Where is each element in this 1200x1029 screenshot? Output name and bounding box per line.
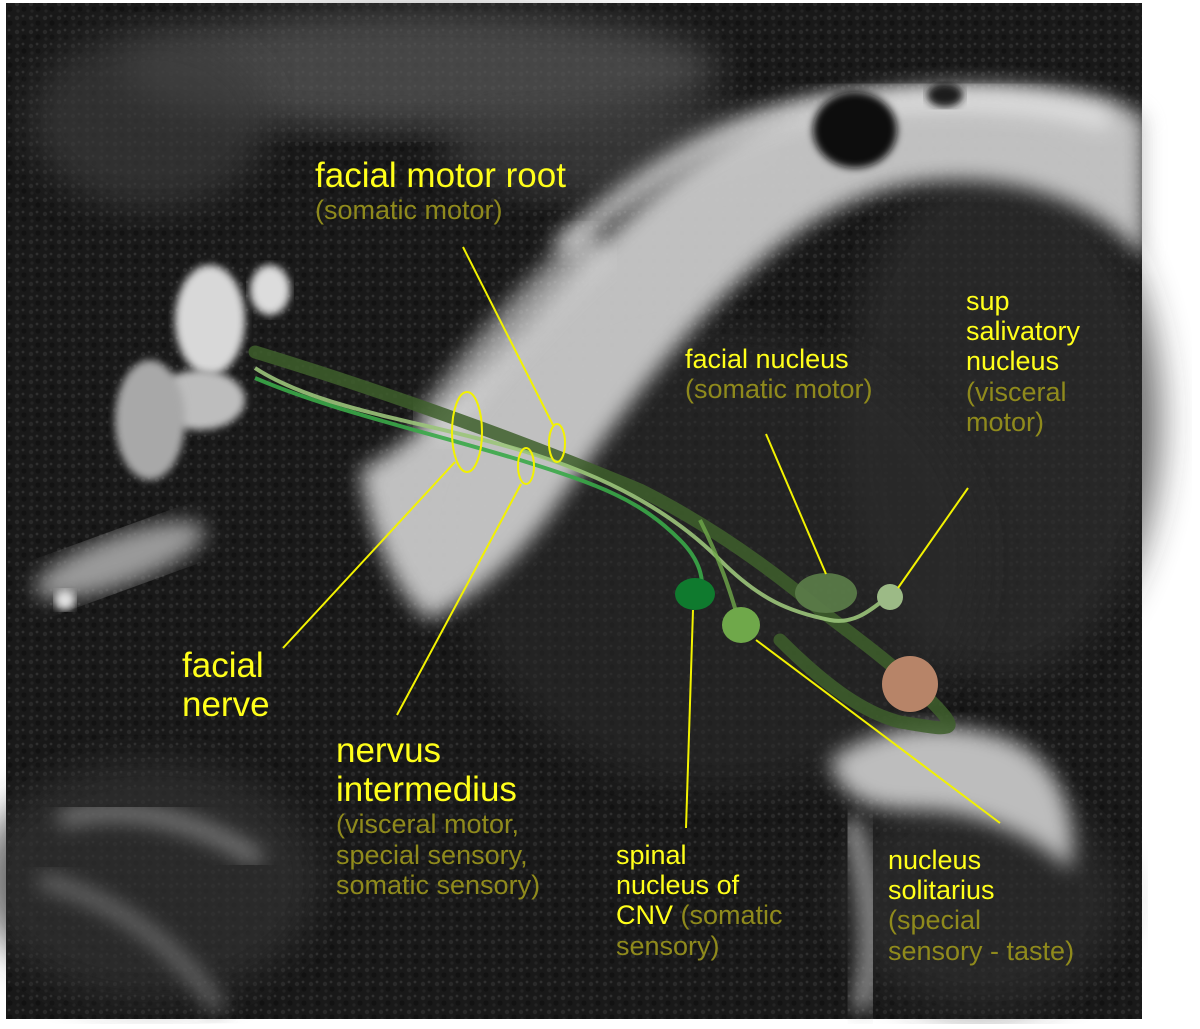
nervus-intermedius-tract-bright bbox=[254, 376, 704, 596]
label-nervus-intermedius: nervus intermedius (visceral motor, spec… bbox=[336, 731, 540, 900]
spinal-nucleus-cnv-marker bbox=[675, 578, 715, 610]
facial-motor-root-outline bbox=[548, 423, 566, 463]
facial-nerve-line-2: nerve bbox=[182, 685, 270, 725]
spinal-nucleus-line-3: CNV (somatic bbox=[616, 900, 783, 930]
nervus-intermedius-sub-1: (visceral motor, bbox=[336, 809, 520, 840]
nuclei bbox=[675, 573, 938, 712]
nervus-intermedius-outline bbox=[517, 447, 535, 485]
spinal-nucleus-sub-2: sensory) bbox=[616, 930, 720, 961]
leader-nervus-intermedius bbox=[396, 483, 522, 716]
nucleus-solitarius-marker bbox=[722, 607, 760, 643]
spinal-nucleus-sub-inline: (somatic bbox=[673, 900, 783, 931]
sup-salivatory-title-2: salivatory bbox=[966, 316, 1081, 347]
nervus-intermedius-title-2: intermedius bbox=[336, 770, 517, 810]
leader-sup-salivatory bbox=[897, 487, 969, 589]
label-spinal-nucleus-cnv: spinal nucleus of CNV (somatic sensory) bbox=[616, 840, 783, 961]
facial-nerve-line-1: facial bbox=[182, 646, 264, 685]
label-facial-nucleus: facial nucleus (somatic motor) bbox=[685, 344, 873, 404]
leader-lines bbox=[282, 246, 1001, 829]
facial-nerve-outline bbox=[451, 391, 483, 473]
nervus-intermedius-sub-2: special sensory, bbox=[336, 839, 528, 870]
leader-facial-nucleus bbox=[765, 433, 827, 575]
leader-facial-nerve bbox=[282, 461, 456, 649]
facial-motor-root-title: facial motor root bbox=[315, 156, 566, 195]
sup-salivatory-title-3: nucleus bbox=[966, 346, 1060, 377]
sup-salivatory-nucleus-marker bbox=[877, 584, 903, 610]
label-facial-nerve: facial nerve bbox=[182, 646, 270, 724]
spinal-nucleus-title-1: spinal bbox=[616, 840, 687, 870]
facial-nucleus-title: facial nucleus bbox=[685, 344, 849, 374]
leader-nucleus-solitarius bbox=[755, 639, 1001, 824]
label-nucleus-solitarius: nucleus solitarius (special sensory - ta… bbox=[888, 845, 1074, 966]
label-facial-motor-root: facial motor root (somatic motor) bbox=[315, 156, 566, 225]
nucleus-solitarius-title-2: solitarius bbox=[888, 875, 995, 906]
nucleus-solitarius-sub-1: (special bbox=[888, 905, 982, 936]
facial-nucleus-sub: (somatic motor) bbox=[685, 374, 873, 405]
nervus-intermedius-sub-3: somatic sensory) bbox=[336, 869, 541, 900]
leader-facial-motor-root bbox=[462, 246, 554, 426]
spinal-nucleus-cnv: CNV bbox=[616, 900, 674, 931]
spinal-nucleus-title-2: nucleus of bbox=[616, 870, 740, 901]
facial-motor-root-sub: (somatic motor) bbox=[315, 195, 503, 226]
sup-salivatory-title-1: sup bbox=[966, 286, 1010, 316]
facial-nucleus-marker bbox=[795, 573, 857, 613]
sup-salivatory-sub-2: motor) bbox=[966, 406, 1045, 437]
leader-spinal-nucleus bbox=[685, 609, 694, 829]
nucleus-solitarius-sub-2: sensory - taste) bbox=[888, 935, 1075, 966]
nervus-intermedius-tract-light bbox=[253, 366, 891, 623]
label-sup-salivatory-nucleus: sup salivatory nucleus (visceral motor) bbox=[966, 286, 1080, 437]
nucleus-solitarius-title-1: nucleus bbox=[888, 845, 982, 875]
sup-salivatory-sub-1: (visceral bbox=[966, 376, 1067, 407]
brown-structure bbox=[882, 656, 938, 712]
nervus-intermedius-title-1: nervus bbox=[336, 731, 442, 770]
outline-markers bbox=[451, 391, 566, 485]
